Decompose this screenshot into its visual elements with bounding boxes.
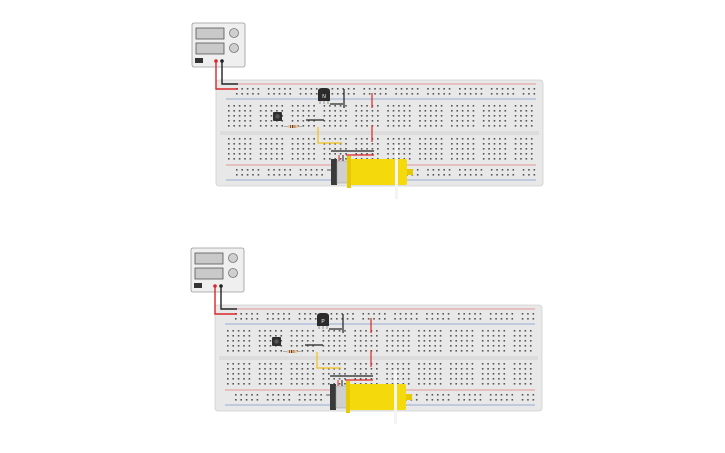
supply-wire-negative[interactable]: [221, 61, 238, 85]
motor-gearbox: [349, 159, 407, 185]
motor-axle: [395, 145, 398, 199]
wire-signal-yellow[interactable]: [317, 127, 342, 144]
terminal-row-top-1: [228, 110, 533, 112]
circuit-2: P: [190, 247, 543, 424]
motor-gearbox: [348, 384, 406, 410]
terminal-row-bottom-1: [228, 143, 533, 145]
voltage-display: [194, 252, 224, 265]
voltage-display: [195, 27, 225, 40]
breadboard[interactable]: [215, 79, 544, 187]
transistor-icon[interactable]: N: [318, 88, 330, 104]
wire-signal-yellow[interactable]: [316, 352, 341, 369]
circuit-1: N: [191, 22, 544, 199]
motor-endcap: [331, 159, 337, 185]
motor-axle: [394, 370, 397, 424]
supply-wire-positive[interactable]: [214, 286, 237, 315]
resistor-icon[interactable]: [283, 350, 301, 353]
current-display: [194, 267, 224, 280]
terminal-row-bottom-3: [227, 378, 532, 380]
terminal-row-bottom-4: [227, 383, 532, 385]
terminal-row-top-4: [228, 125, 533, 127]
terminal-row-bottom-3: [228, 153, 533, 155]
resistor-band: [294, 125, 296, 128]
transistor-body: [318, 88, 330, 101]
rail-holes-top-1: [236, 88, 536, 90]
terminal-row-bottom-2: [228, 148, 533, 150]
terminal-row-top-0: [227, 330, 532, 332]
power-switch-icon[interactable]: [194, 283, 202, 288]
push-button-cap[interactable]: [274, 339, 279, 344]
supply-wire-positive[interactable]: [215, 61, 238, 90]
terminal-row-bottom-0: [228, 138, 533, 140]
transistor-icon[interactable]: P: [317, 313, 329, 329]
push-button-cap[interactable]: [275, 114, 280, 119]
center-channel: [219, 356, 538, 360]
current-knob-icon[interactable]: [228, 268, 238, 278]
current-knob-icon[interactable]: [229, 43, 239, 53]
terminal-row-top-3: [227, 345, 532, 347]
resistor-band: [291, 350, 293, 353]
resistor-band: [293, 350, 295, 353]
resistor-band: [289, 350, 290, 353]
terminal-row-bottom-4: [228, 158, 533, 160]
power-supply-icon[interactable]: [191, 22, 246, 68]
terminal-row-bottom-1: [227, 368, 532, 370]
dc-motor-icon[interactable]: [327, 145, 413, 199]
terminal-row-bottom-2: [227, 373, 532, 375]
transistor-label: N: [322, 94, 326, 100]
power-supply-icon[interactable]: [190, 247, 245, 293]
motor-shaft-nub: [406, 394, 412, 400]
voltage-knob-icon[interactable]: [228, 253, 238, 263]
motor-mount-tab: [346, 381, 350, 413]
motor-endcap: [330, 384, 336, 410]
dc-motor-icon[interactable]: [326, 370, 412, 424]
motor-shaft-nub: [407, 169, 413, 175]
power-switch-icon[interactable]: [195, 58, 203, 63]
rail-holes-top-1: [235, 313, 535, 315]
terminal-row-bottom-0: [227, 363, 532, 365]
current-display: [195, 42, 225, 55]
motor-mount-tab: [347, 156, 351, 188]
resistor-band: [290, 125, 291, 128]
breadboard[interactable]: [214, 304, 543, 412]
voltage-knob-icon[interactable]: [229, 28, 239, 38]
supply-wire-negative[interactable]: [220, 286, 237, 310]
transistor-label: P: [321, 319, 325, 325]
terminal-row-top-1: [227, 335, 532, 337]
rail-holes-top-2: [235, 318, 535, 320]
resistor-band: [292, 125, 294, 128]
resistor-icon[interactable]: [284, 125, 302, 128]
center-channel: [220, 131, 539, 135]
transistor-body: [317, 313, 329, 326]
rail-holes-top-2: [236, 93, 536, 95]
rail-holes-bottom-1: [236, 169, 536, 171]
